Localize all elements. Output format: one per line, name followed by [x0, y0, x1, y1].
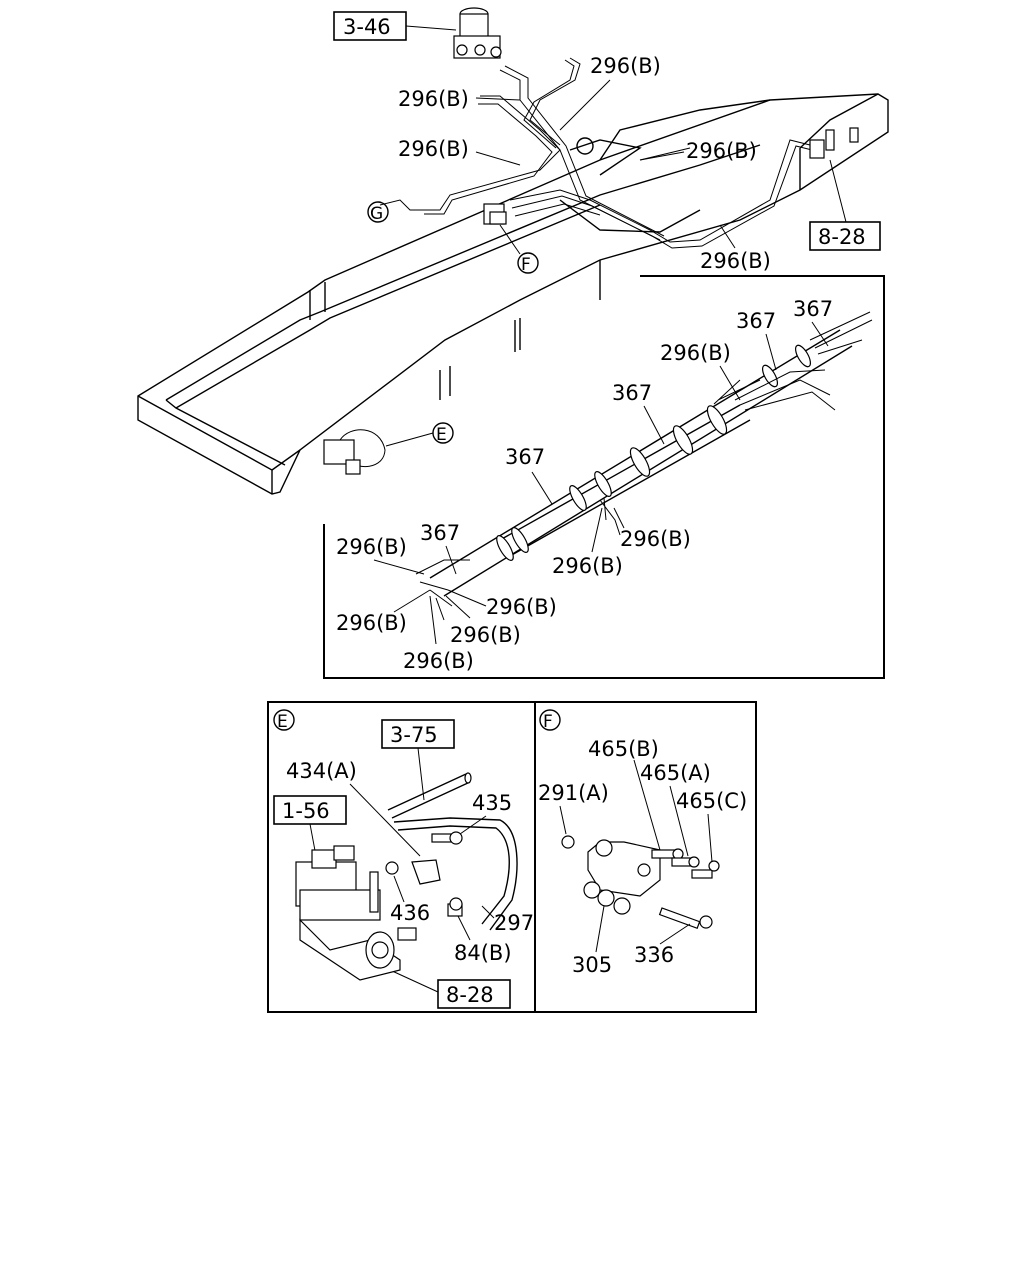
label-367-5: 367 — [420, 521, 460, 545]
chassis-frame — [137, 93, 889, 495]
ref-1-56: 1-56 — [282, 799, 330, 823]
label-297: 297 — [494, 911, 534, 935]
label-305: 305 — [572, 953, 612, 977]
panel-frames — [267, 701, 757, 1013]
pipe-bundle — [379, 57, 813, 249]
svg-text:E: E — [436, 425, 447, 445]
label-367-3: 367 — [612, 381, 652, 405]
label-296b-d12: 296(B) — [450, 623, 521, 647]
label-465c: 465(C) — [676, 789, 747, 813]
panel-f: F 465(B) 465(A) 291(A) 46 — [538, 709, 747, 977]
bolts-465 — [651, 848, 720, 879]
manifold-block — [583, 839, 661, 915]
ref-box-8-28-e — [437, 979, 511, 1009]
label-465b: 465(B) — [588, 737, 659, 761]
label-296b-d10: 296(B) — [486, 595, 557, 619]
panel-e: E 3-75 1-56 8-28 — [273, 709, 534, 1009]
label-336: 336 — [634, 943, 674, 967]
detail-inset-frame — [323, 275, 885, 679]
hose-bundle-detail — [415, 311, 873, 621]
circle-e: E — [385, 422, 454, 447]
label-434a: 434(A) — [286, 759, 357, 783]
label-296b-d3: 296(B) — [660, 341, 731, 365]
svg-text:E: E — [277, 712, 288, 732]
label-296b-d11: 296(B) — [336, 611, 407, 635]
label-296b-4: 296(B) — [686, 139, 757, 163]
label-435: 435 — [472, 791, 512, 815]
air-dryer-component — [453, 7, 502, 59]
label-296b-d8: 296(B) — [620, 527, 691, 551]
bracket-8-28-component — [809, 127, 859, 159]
ref-8-28-e: 8-28 — [446, 983, 494, 1007]
circle-f: F — [499, 224, 539, 275]
valve-assembly — [295, 845, 417, 981]
label-84b: 84(B) — [454, 941, 512, 965]
svg-text:F: F — [543, 712, 553, 732]
circle-g: G — [367, 201, 389, 224]
label-296b-2: 296(B) — [398, 87, 469, 111]
label-296b-5: 296(B) — [700, 249, 771, 273]
label-367-4: 367 — [505, 445, 545, 469]
label-465a: 465(A) — [640, 761, 711, 785]
svg-text:F: F — [521, 255, 531, 275]
valve-e-component — [323, 429, 386, 475]
ref-box-8-28-top: 8-28 — [809, 159, 881, 251]
label-296b-d9: 296(B) — [552, 554, 623, 578]
label-296b-d13: 296(B) — [403, 649, 474, 673]
panel-e-circle: E — [273, 709, 295, 732]
panel-f-circle: F — [539, 709, 561, 732]
label-296b-3: 296(B) — [398, 137, 469, 161]
label-367-1: 367 — [793, 297, 833, 321]
label-296b-d7: 296(B) — [336, 535, 407, 559]
ref-box-3-75 — [381, 719, 455, 749]
label-436: 436 — [390, 901, 430, 925]
label-296b-1: 296(B) — [590, 54, 661, 78]
ref-8-28-top: 8-28 — [818, 225, 866, 249]
svg-text:G: G — [370, 204, 383, 224]
ref-3-75: 3-75 — [390, 723, 438, 747]
label-291a: 291(A) — [538, 781, 609, 805]
bracket-f-component — [483, 203, 507, 225]
ref-box-3-46: 3-46 — [333, 11, 457, 41]
label-367-2: 367 — [736, 309, 776, 333]
ref-3-46: 3-46 — [343, 15, 391, 39]
ref-box-1-56 — [273, 795, 347, 825]
